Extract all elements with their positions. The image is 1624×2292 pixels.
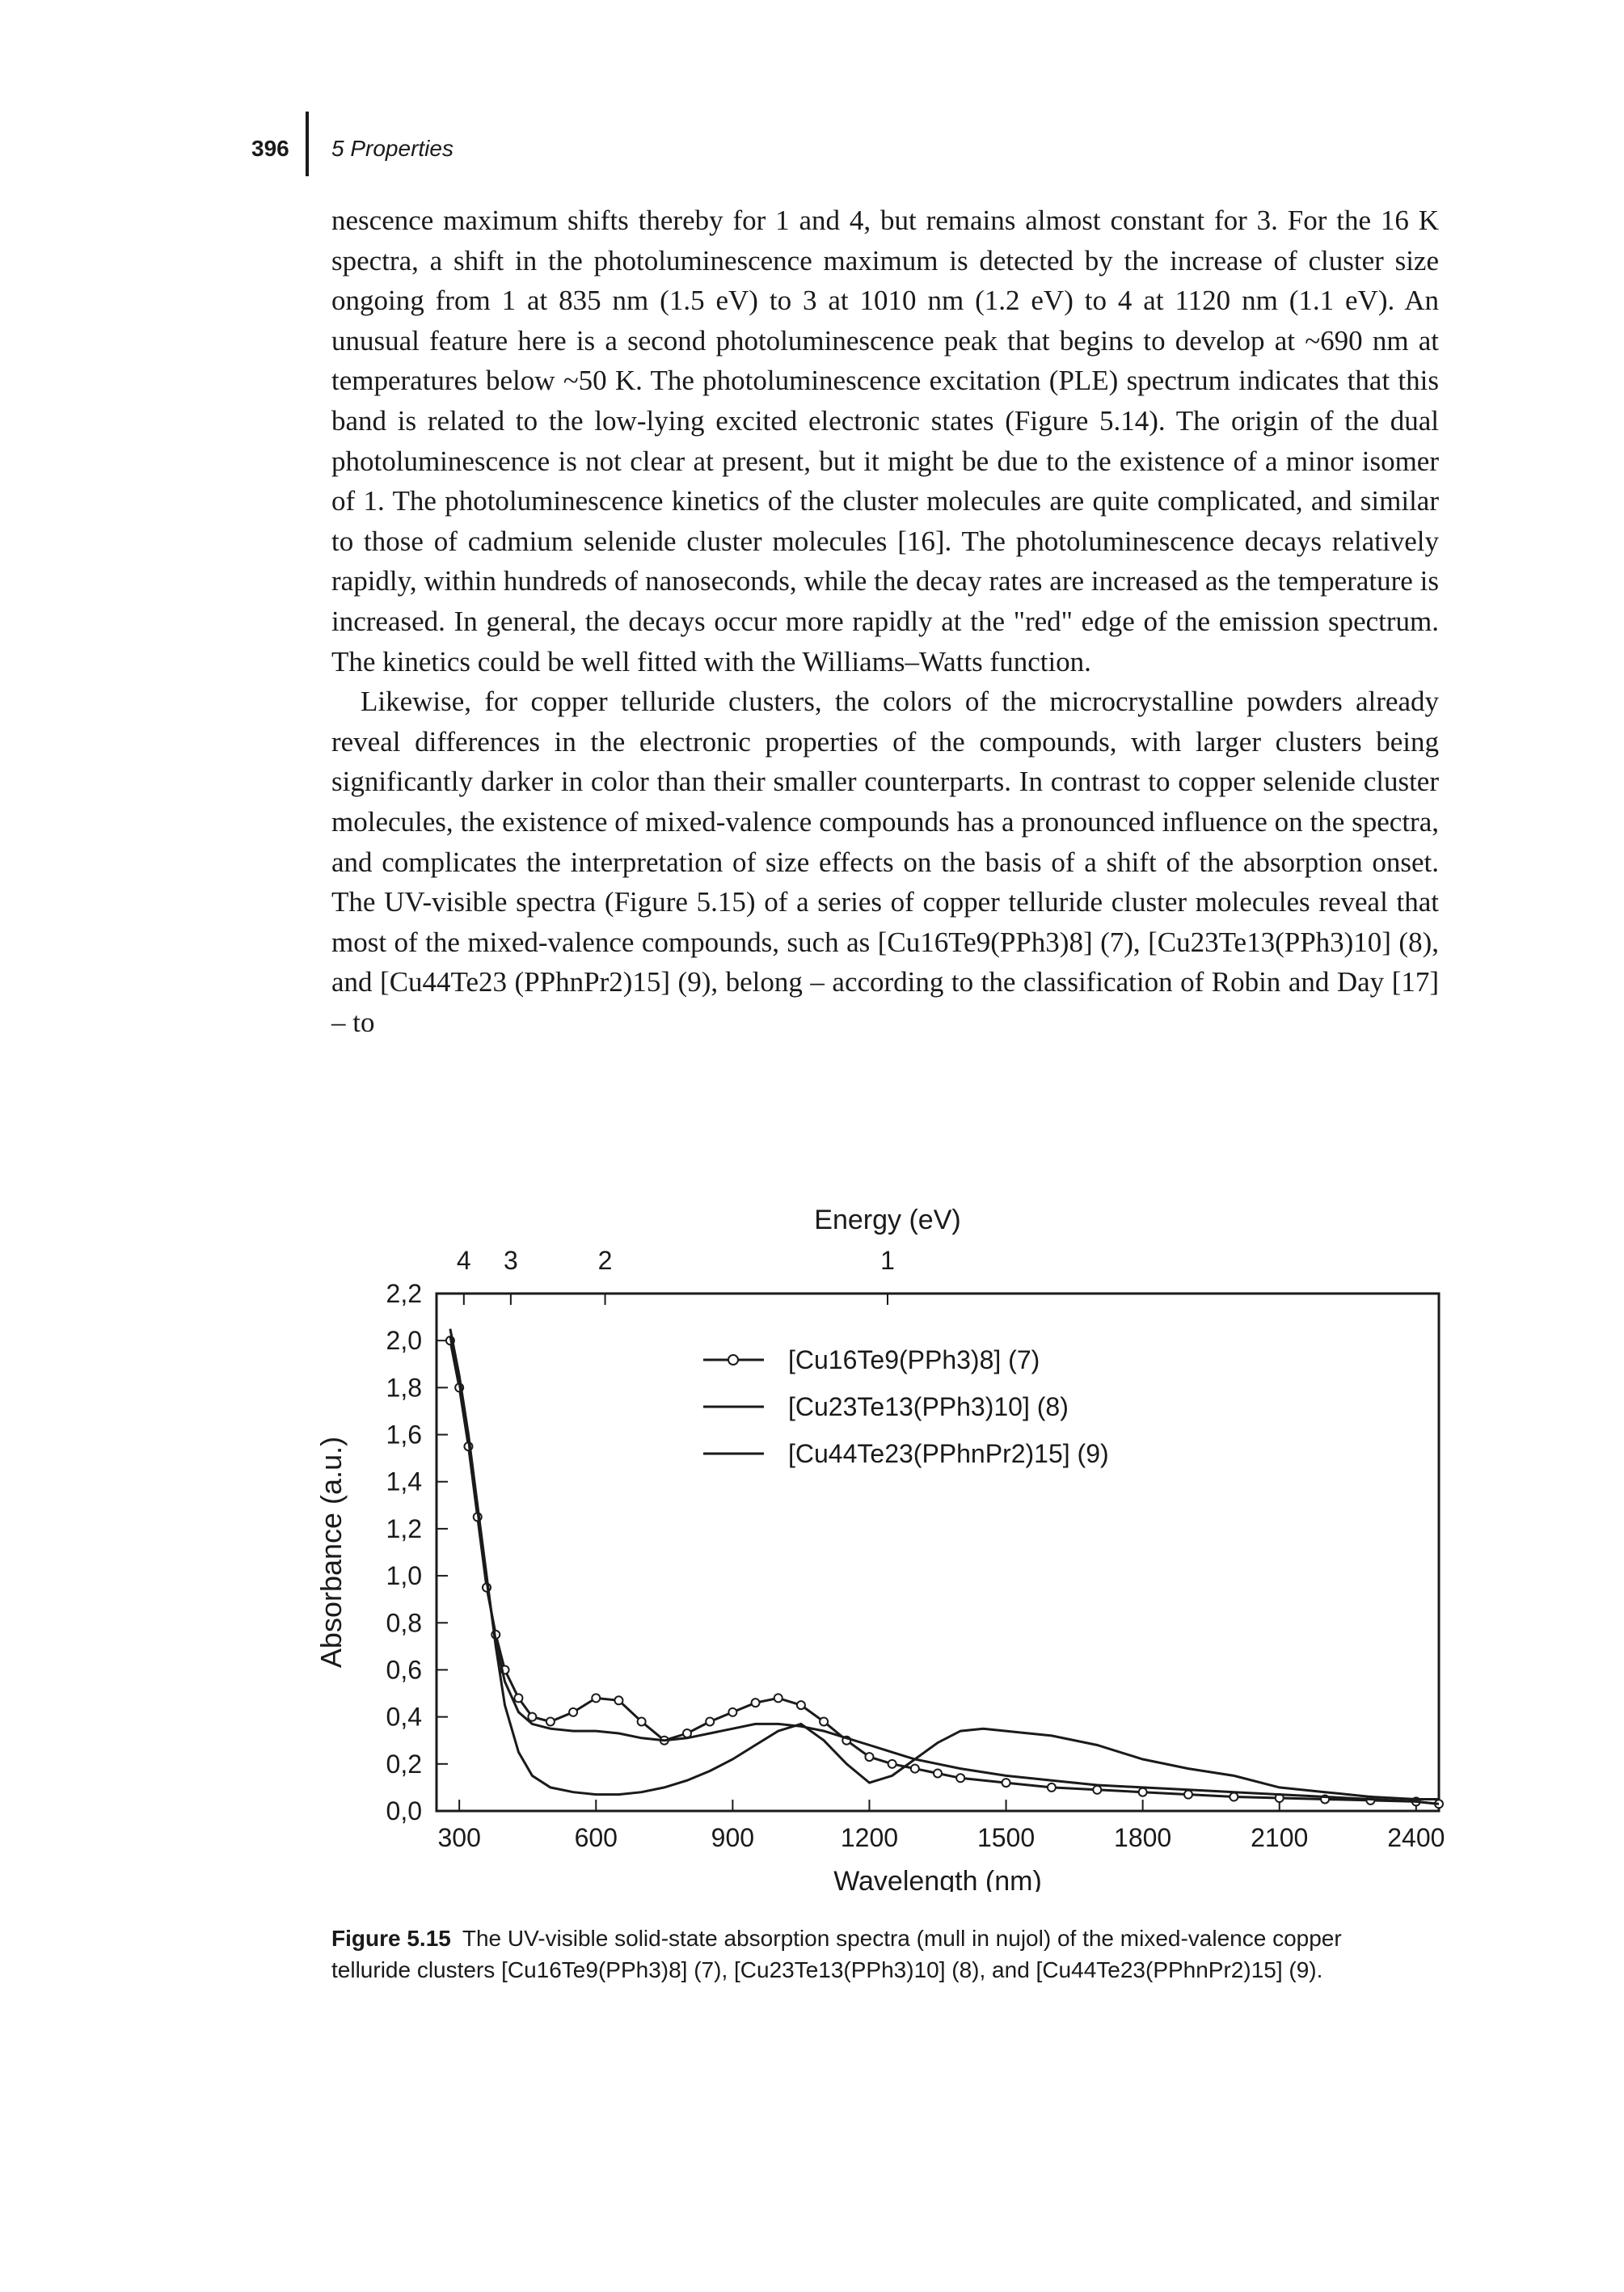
- data-point: [513, 1693, 524, 1703]
- y-tick-label: 0,4: [386, 1703, 422, 1732]
- top-tick-label: 4: [457, 1246, 471, 1275]
- chapter-title: 5 Properties: [331, 136, 453, 161]
- data-point: [545, 1716, 555, 1727]
- x-axis-label: Wavelength (nm): [833, 1866, 1042, 1892]
- paragraph: nescence maximum shifts thereby for 1 an…: [331, 205, 1439, 677]
- y-tick-label: 0,8: [386, 1608, 422, 1637]
- top-tick-label: 1: [880, 1246, 895, 1275]
- series-line: [449, 1328, 1439, 1800]
- plot-frame: [435, 1292, 1441, 1813]
- y-tick-label: 2,0: [386, 1326, 422, 1355]
- y-tick-label: 1,0: [386, 1561, 422, 1590]
- x-tick-label: 1200: [841, 1823, 898, 1852]
- legend: [Cu16Te9(PPh3)8] (7) [Cu23Te13(PPh3)10] (…: [703, 1345, 1109, 1468]
- y-tick-label: 0,0: [386, 1796, 422, 1826]
- data-point: [636, 1716, 647, 1727]
- data-point: [1229, 1792, 1239, 1802]
- series-line: [449, 1336, 1440, 1805]
- y-tick-label: 1,8: [386, 1373, 422, 1402]
- x-tick-label: 1500: [977, 1823, 1035, 1852]
- data-point: [887, 1758, 897, 1769]
- figure: Energy (eV) Wavelength (nm) Absorbance (…: [307, 1205, 1487, 1892]
- y-axis-label: Absorbance (a.u.): [314, 1437, 348, 1668]
- data-point: [955, 1773, 966, 1783]
- top-tick-label: 2: [598, 1246, 613, 1275]
- top-tick-label: 3: [504, 1246, 518, 1275]
- data-point: [1001, 1778, 1011, 1788]
- y-tick-label: 1,2: [386, 1514, 422, 1543]
- data-point: [1092, 1784, 1103, 1795]
- data-point: [909, 1763, 920, 1774]
- data-point: [1137, 1787, 1148, 1797]
- x-tick-label: 900: [711, 1823, 754, 1852]
- data-point: [1046, 1782, 1057, 1792]
- paragraph: Likewise, for copper telluride clusters,…: [331, 686, 1439, 1038]
- data-point: [591, 1693, 601, 1703]
- legend-marker: [728, 1354, 739, 1365]
- data-point: [614, 1695, 624, 1706]
- page-number: 396: [251, 136, 289, 161]
- data-point: [864, 1752, 875, 1762]
- top-axis-label: Energy (eV): [814, 1205, 960, 1235]
- header-rule: [306, 112, 309, 176]
- x-tick-label: 2100: [1251, 1823, 1308, 1852]
- y-tick-label: 1,6: [386, 1420, 422, 1450]
- x-tick-label: 1800: [1114, 1823, 1171, 1852]
- data-point: [795, 1700, 806, 1711]
- data-point: [682, 1728, 692, 1738]
- data-point: [933, 1768, 943, 1779]
- legend-label: [Cu23Te13(PPh3)10] (8): [788, 1392, 1069, 1421]
- y-tick-label: 2,2: [386, 1279, 422, 1308]
- data-point: [705, 1716, 715, 1727]
- data-point: [750, 1698, 761, 1708]
- legend-label: [Cu16Te9(PPh3)8] (7): [788, 1345, 1040, 1374]
- data-point: [1183, 1789, 1193, 1800]
- body-text: nescence maximum shifts thereby for 1 an…: [331, 200, 1439, 1042]
- caption-label: Figure 5.15: [331, 1926, 451, 1951]
- y-tick-label: 1,4: [386, 1467, 422, 1496]
- x-tick-label: 300: [437, 1823, 480, 1852]
- data-point: [568, 1707, 579, 1717]
- data-point: [527, 1712, 538, 1722]
- y-tick-label: 0,6: [386, 1655, 422, 1684]
- data-point: [819, 1716, 829, 1727]
- x-tick-label: 2400: [1387, 1823, 1445, 1852]
- x-tick-label: 600: [575, 1823, 618, 1852]
- data-point: [773, 1693, 783, 1703]
- caption-text: The UV-visible solid-state absorption sp…: [331, 1926, 1342, 1982]
- absorption-chart: Energy (eV) Wavelength (nm) Absorbance (…: [314, 1205, 1445, 1892]
- legend-label: [Cu44Te23(PPhnPr2)15] (9): [788, 1439, 1109, 1468]
- data-point: [728, 1707, 738, 1717]
- y-tick-label: 0,2: [386, 1750, 422, 1779]
